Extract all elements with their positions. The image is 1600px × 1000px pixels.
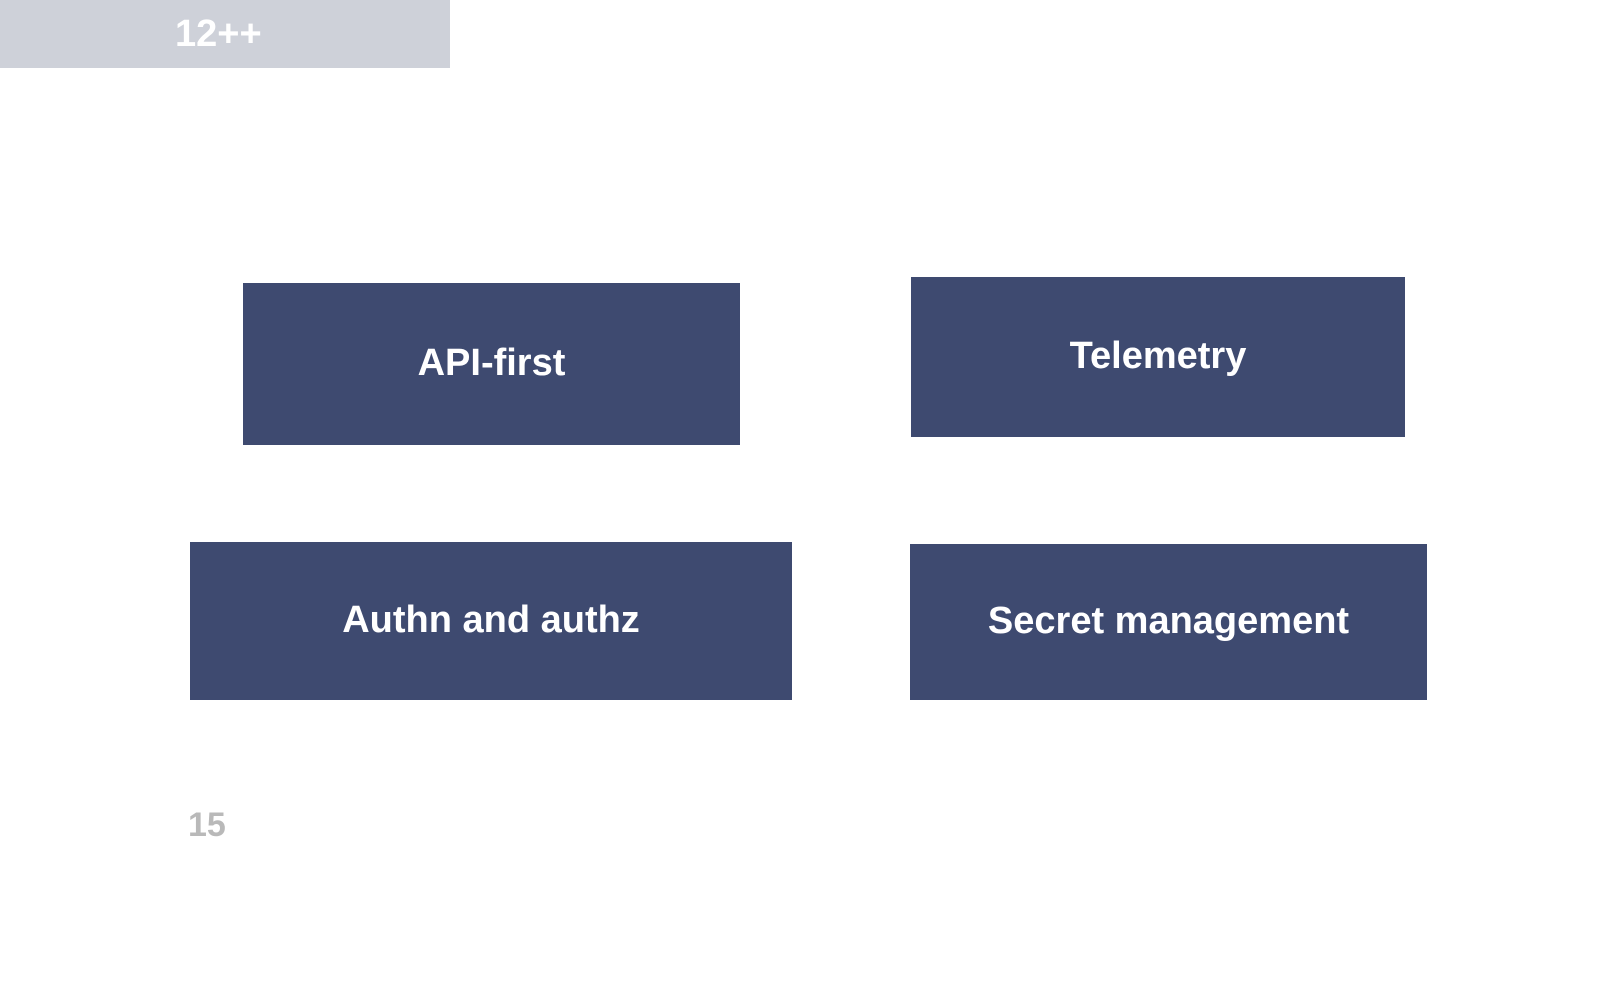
- card-label: API-first: [417, 342, 566, 385]
- card-label: Authn and authz: [342, 599, 640, 642]
- card-authn-and-authz[interactable]: Authn and authz: [190, 542, 792, 700]
- card-telemetry[interactable]: Telemetry: [911, 277, 1405, 437]
- card-label: Telemetry: [1069, 335, 1247, 378]
- page-title: 12++: [175, 13, 262, 55]
- header-band: 12++: [0, 0, 450, 68]
- page-number: 15: [188, 806, 226, 844]
- card-secret-management[interactable]: Secret management: [910, 544, 1427, 700]
- card-api-first[interactable]: API-first: [243, 283, 740, 445]
- card-label: Secret management: [987, 600, 1350, 643]
